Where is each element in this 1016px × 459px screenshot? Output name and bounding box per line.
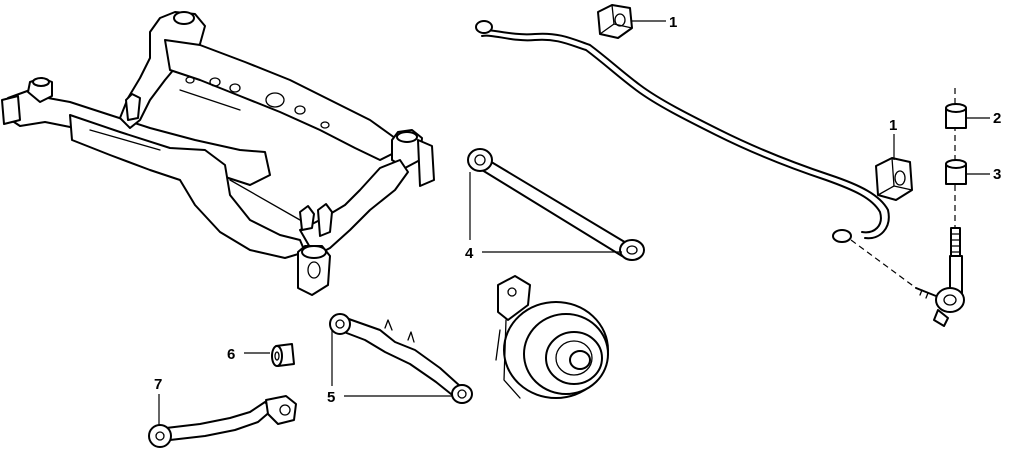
toe-control-link <box>148 395 297 448</box>
lower-link-arm <box>329 313 473 404</box>
leader-lines <box>158 20 990 426</box>
callout-3: 3 <box>993 166 1001 183</box>
callout-1-right: 1 <box>889 117 897 134</box>
stabilizer-bushing-right <box>875 157 913 201</box>
wheel-hub-knuckle <box>495 275 609 399</box>
stabilizer-bushing-top <box>597 4 633 39</box>
callout-6: 6 <box>227 346 235 363</box>
callout-2: 2 <box>993 110 1001 127</box>
upper-link-arm <box>467 148 645 261</box>
rear-subframe <box>1 11 435 296</box>
callout-5: 5 <box>327 389 335 406</box>
stabilizer-link <box>850 88 967 327</box>
callout-4: 4 <box>465 245 474 262</box>
arm-bushing <box>271 343 295 367</box>
callout-7: 7 <box>154 376 162 393</box>
stabilizer-bar <box>475 20 890 243</box>
callout-1-top: 1 <box>669 14 677 31</box>
